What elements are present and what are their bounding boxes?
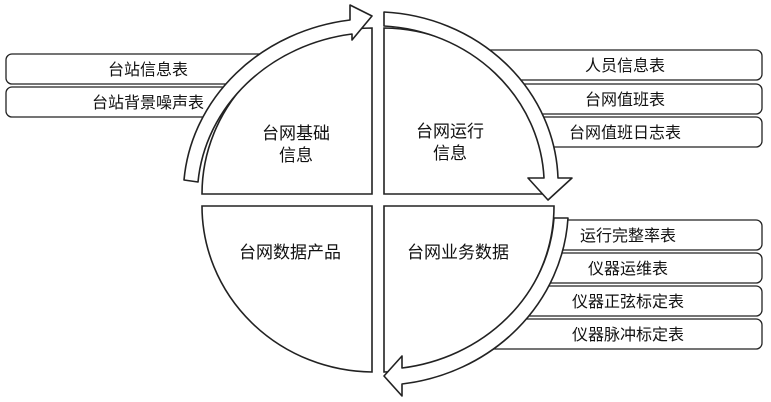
- quadrant-label-basic-info-line1: 台网基础: [262, 124, 330, 144]
- quadrant-label-data-products: 台网数据产品: [239, 243, 341, 263]
- table-label-instrument-maintenance: 仪器运维表: [588, 259, 668, 278]
- quadrant-label-business-data: 台网业务数据: [407, 243, 509, 263]
- table-label-staff-info: 人员信息表: [585, 56, 665, 75]
- quadrant-label-operation-info-line2: 信息: [433, 144, 467, 164]
- table-label-duty-roster: 台网值班表: [585, 90, 665, 109]
- table-label-station-noise: 台站背景噪声表: [92, 93, 204, 112]
- quadrant-bottom-left: [201, 205, 373, 373]
- cycle-arrow-top-right: [383, 11, 573, 201]
- table-label-pulse-calibration: 仪器脉冲标定表: [572, 325, 684, 344]
- quadrant-circle: [201, 27, 555, 373]
- table-label-sine-calibration: 仪器正弦标定表: [572, 292, 684, 311]
- cycle-arrow-bottom-right: [383, 217, 569, 397]
- cycle-arrow-top-left: [183, 4, 373, 183]
- quadrant-label-operation-info-line1: 台网运行: [416, 122, 484, 142]
- table-label-duty-log: 台网值班日志表: [569, 123, 681, 142]
- table-label-station-info: 台站信息表: [108, 60, 188, 79]
- table-label-completeness: 运行完整率表: [580, 226, 676, 245]
- quadrant-label-basic-info-line2: 信息: [279, 146, 313, 166]
